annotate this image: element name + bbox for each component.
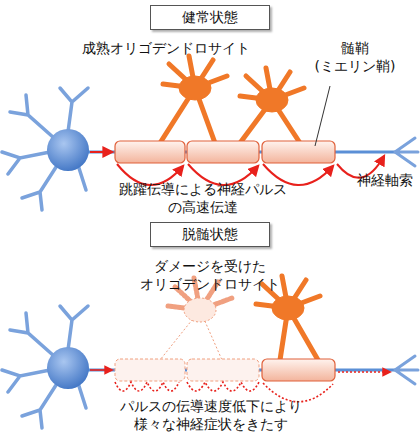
state-box: 健常状態 — [150, 5, 270, 30]
part-label: 神経軸索 — [350, 172, 420, 190]
cell-label: 成熟オリゴデンドロサイト — [80, 40, 252, 58]
state-box: 脱髄状態 — [150, 222, 270, 247]
caption-note: 跳躍伝導による神経パルス の高速伝達 — [100, 181, 305, 216]
part-label: 髄鞘 (ミエリン鞘) — [303, 40, 407, 75]
damaged-myelin — [115, 359, 259, 381]
leader-line — [315, 86, 330, 146]
caption-note: パルスの伝導速度低下により 様々な神経症状をきたす — [88, 398, 333, 433]
neuron-soma — [2, 306, 89, 428]
axon-terminal — [395, 138, 418, 166]
myelin-sheath — [262, 359, 335, 381]
saltatory-arrow — [90, 152, 384, 185]
neuron-soma — [2, 88, 89, 210]
cell-label: ダメージを受けた オリゴデンドロサイト — [130, 258, 290, 293]
myelin-sheath — [115, 141, 335, 163]
slowed-pulse-arrow — [90, 370, 390, 402]
oligodendrocyte — [160, 56, 304, 143]
state-title: 脱髄状態 — [182, 226, 238, 244]
state-title: 健常状態 — [182, 9, 238, 27]
axon-terminal — [395, 356, 418, 384]
